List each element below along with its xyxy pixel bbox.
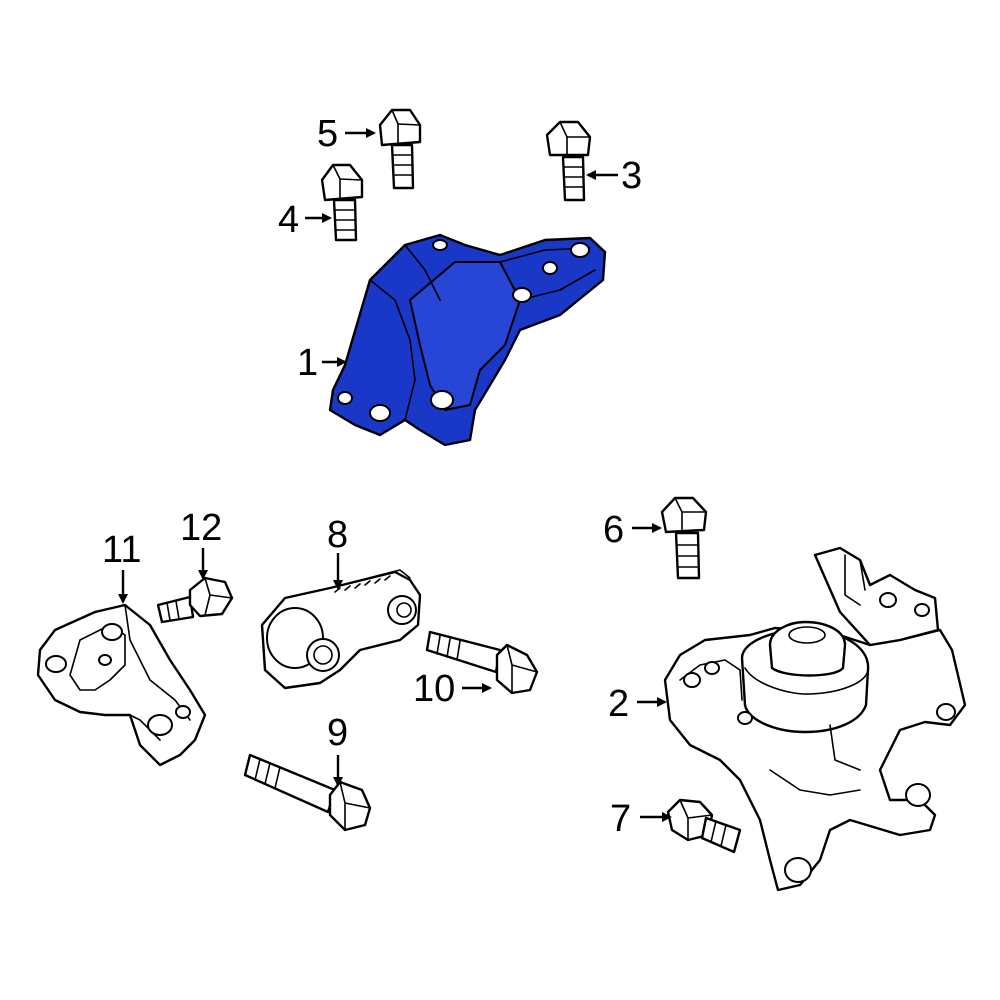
callout-12: 12 [180,507,222,549]
part-2-engine-mount[interactable] [663,546,967,892]
callout-10: 10 [413,668,455,710]
part-7-bolt[interactable] [666,798,742,854]
callout-3: 3 [621,155,642,197]
part-8-roll-restrictor[interactable] [260,569,422,690]
callout-6: 6 [603,509,624,551]
part-10-bolt[interactable] [425,630,539,695]
callout-7: 7 [610,798,631,840]
part-5-bolt[interactable] [378,108,422,190]
part-6-bolt[interactable] [660,496,708,580]
part-4-bolt[interactable] [320,163,364,242]
callout-5: 5 [317,113,338,155]
callout-11: 11 [102,529,141,571]
part-11-bracket[interactable] [36,603,207,767]
callout-1: 1 [297,342,318,384]
part-9-bolt[interactable] [243,753,372,832]
part-1-transmission-mount[interactable] [328,233,607,447]
callout-8: 8 [327,514,348,556]
part-3-bolt[interactable] [545,120,592,202]
part-12-bolt[interactable] [156,576,234,624]
callout-2: 2 [608,683,629,725]
callout-4: 4 [278,199,299,241]
callout-9: 9 [327,712,348,754]
